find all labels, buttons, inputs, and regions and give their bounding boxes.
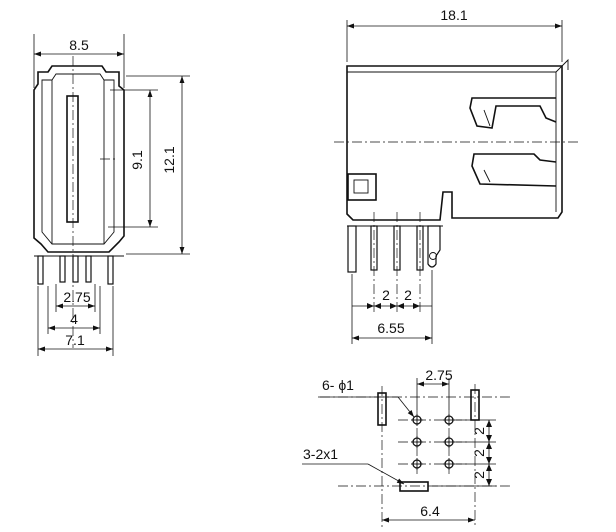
- footprint-top-pitch-label: 2.75: [425, 367, 452, 383]
- front-base-width-label: 7.1: [65, 332, 85, 348]
- front-pin-span-label: 4: [70, 311, 78, 327]
- front-signal-pin-3: [85, 255, 92, 283]
- side-contact-spring-bottom: [471, 153, 557, 187]
- front-pin-pitch-label: 2.75: [63, 289, 90, 305]
- side-contact-spring-top: [469, 97, 557, 129]
- footprint-row-pitch-2-label: 2: [471, 449, 487, 457]
- front-body-outline: [33, 65, 125, 253]
- front-usb-slot: [66, 95, 79, 223]
- side-body-outline: [346, 65, 563, 221]
- footprint-row-pitch-3-label: 2: [471, 471, 487, 479]
- footprint-hole-callout-label: 6- ϕ1: [322, 377, 354, 393]
- front-view: 8.5 9.1 12.1 2.75 4 7.1: [33, 34, 190, 356]
- side-tab-square-inner: [353, 179, 369, 194]
- footprint-width-label: 6.4: [420, 503, 440, 519]
- front-width-label: 8.5: [69, 37, 89, 53]
- side-view: 18.1 2 2 6.55: [334, 7, 578, 344]
- footprint-slot-bottom: [399, 481, 429, 492]
- front-signal-pin-2: [72, 255, 79, 283]
- side-pin-offset-label: 6.55: [377, 320, 404, 336]
- side-pin-pitch-b-label: 2: [404, 287, 412, 303]
- front-signal-pin-1: [59, 255, 66, 283]
- pcb-footprint: 2.75 6- ϕ1 3-2x1 2 2 2 6.4: [302, 367, 510, 528]
- front-shield-pin-right: [107, 255, 114, 285]
- side-shield-pin: [347, 225, 357, 273]
- footprint-row-pitch-1-label: 2: [471, 427, 487, 435]
- front-inner-housing: [41, 73, 115, 245]
- footprint-slot-callout-label: 3-2x1: [303, 446, 338, 462]
- side-length-label: 18.1: [440, 7, 467, 23]
- front-slot-height-label: 9.1: [129, 150, 145, 170]
- side-pin-pitch-a-label: 2: [382, 287, 390, 303]
- side-tab-square-outer: [347, 173, 377, 201]
- side-retention-hook: [427, 225, 441, 268]
- front-shield-pin-left: [37, 255, 44, 285]
- front-body-height-label: 12.1: [161, 146, 177, 173]
- side-latch-tab: [555, 58, 569, 73]
